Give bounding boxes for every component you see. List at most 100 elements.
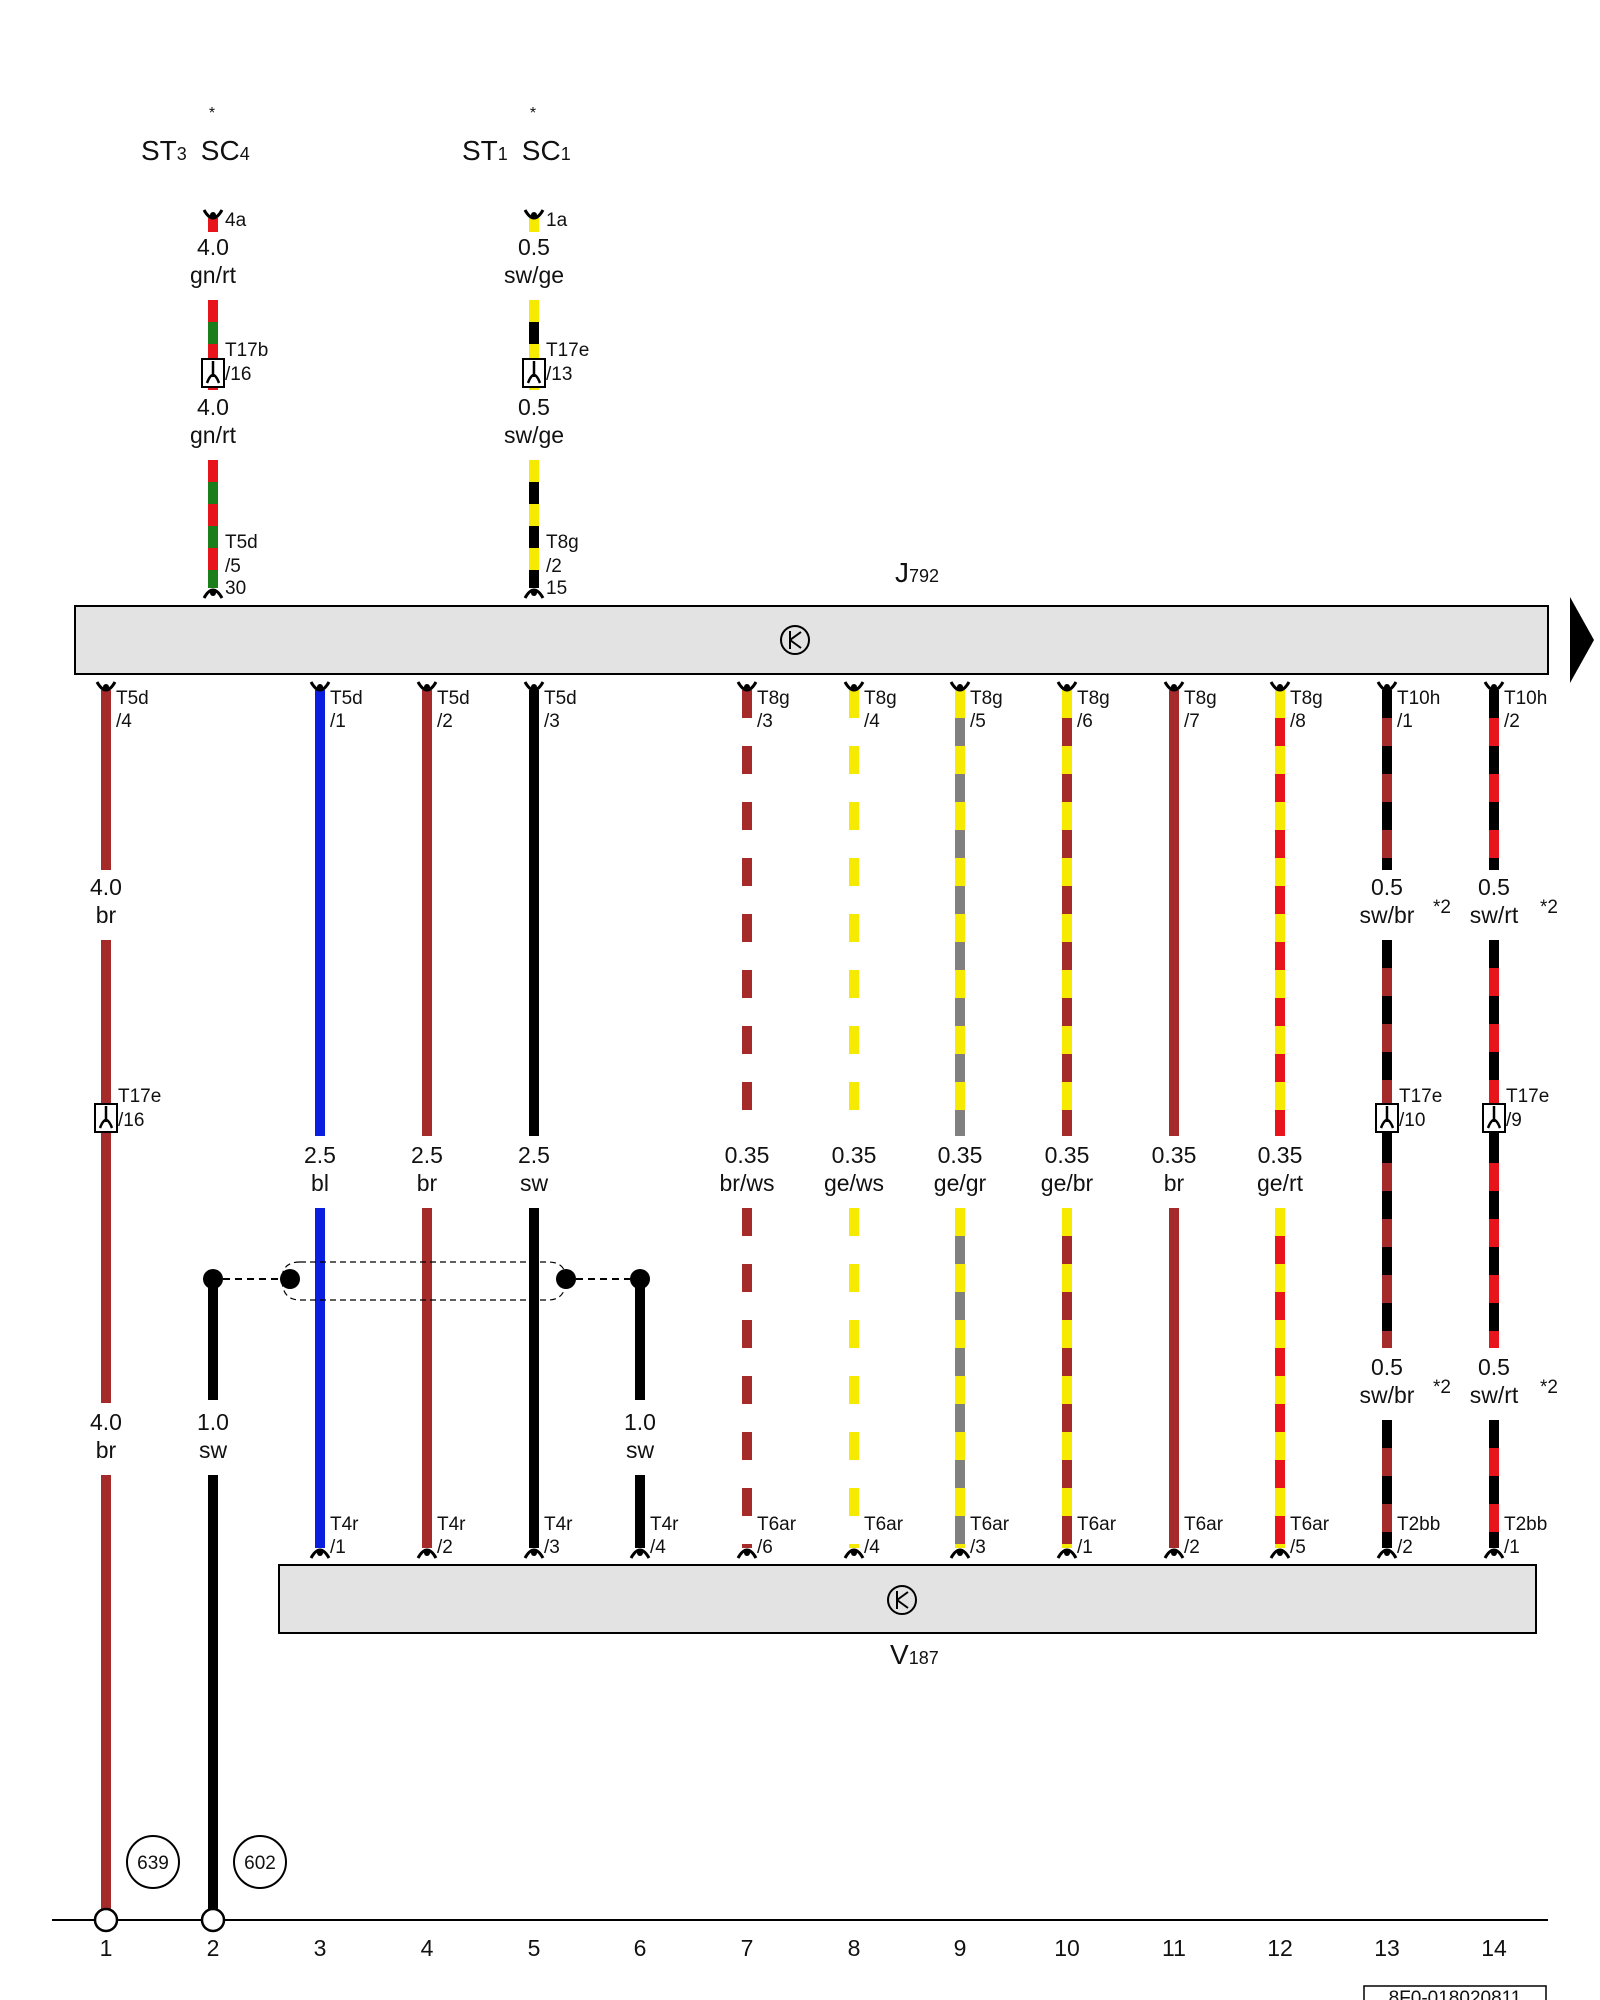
wire-col-8-top-pin [843,681,865,692]
wire-col-13-top-pin [1376,681,1398,692]
wire-col-3-label2-gauge: 2.5 [304,1142,336,1168]
wire-col-4-top-pin [416,681,438,692]
inline-pin-tw2: /13 [546,364,572,385]
wire-col-12-top-pin [1269,681,1291,692]
connector-marks-layer [52,209,1548,2000]
inline-connector-tw1 [201,358,225,388]
wire-col-10-label2-gauge: 0.35 [1045,1142,1090,1168]
wire-col-9-bottom-pin [949,1548,971,1559]
wire-col-1-top-name: T5d [116,688,149,709]
module-v187-label: V187 [890,1639,939,1670]
inline-name-tw1: T17b [225,340,268,361]
shield-wire-col-6-label-color: sw [626,1437,655,1463]
column-number: 5 [528,1935,541,1961]
wire-col-8-label2-gauge: 0.35 [832,1142,877,1168]
wire-col-12-label2-gauge: 0.35 [1258,1142,1303,1168]
wire-col-10-bottom-pin [1056,1548,1078,1559]
wire-col-4-bottom-pin-no: /2 [437,1537,453,1558]
footer-code: 8F0-018020811 [1389,1988,1522,2000]
wire-col-10-top-pin-no: /6 [1077,711,1093,732]
wire-col-13-bottom-pin [1376,1548,1398,1559]
end-pin-tw1: /5 [225,556,241,577]
wire-col-3-bottom-pin-no: /1 [330,1537,346,1558]
wire-col-5-top-pin [523,681,545,692]
wire-col-8-bottom-name: T6ar [864,1514,904,1535]
column-number: 10 [1054,1935,1080,1961]
wire-col-14-inline-name: T17e [1506,1086,1549,1107]
wire-col-3-top-pin-no: /1 [330,711,346,732]
wire-col-12-top-name: T8g [1290,688,1323,709]
wire-col-7-top-pin [736,681,758,692]
top-wire-tw1-seg2-color: gn/rt [190,422,237,448]
wire-col-7-label2-gauge: 0.35 [725,1142,770,1168]
wire-col-11-label2-color: br [1164,1170,1185,1196]
continuation-arrow-icon [1570,597,1594,683]
wire-col-8-bottom-pin-no: /4 [864,1537,880,1558]
top-wire-tw2-seg2-color: sw/ge [504,422,564,448]
wire-col-14-note2: *2 [1540,1377,1558,1398]
wire-col-4-label2-color: br [417,1170,438,1196]
wire-col-1-ground-badge [126,1835,180,1889]
wire-col-13-inline-name: T17e [1399,1086,1442,1107]
wire-col-5-top-pin-no: /3 [544,711,560,732]
wire-col-5-top-name: T5d [544,688,577,709]
wire-col-12-bottom-pin-no: /5 [1290,1537,1306,1558]
wire-col-11-top-pin [1163,681,1185,692]
column-number: 4 [421,1935,434,1961]
wire-col-13-bottom-name: T2bb [1397,1514,1440,1535]
wire-col-5-bottom-name: T4r [544,1514,573,1535]
wire-col-10-bottom-name: T6ar [1077,1514,1117,1535]
column-number: 13 [1374,1935,1400,1961]
wire-col-11-top-pin-no: /7 [1184,711,1200,732]
column-number: 1 [100,1935,113,1961]
wire-col-10-top-pin [1056,681,1078,692]
wire-col-1-label2-gauge: 4.0 [90,1409,122,1435]
wire-col-12-label2-color: ge/rt [1257,1170,1304,1196]
end-extra-tw2: 15 [546,578,567,599]
top-wire-tw1-seg1-gauge: 4.0 [197,234,229,260]
bus-node-col-1 [93,1907,119,1933]
column-number: 6 [634,1935,647,1961]
wire-col-11-label2-gauge: 0.35 [1152,1142,1197,1168]
pin-mark-end-tw2 [523,588,545,599]
column-number: 11 [1162,1935,1186,1961]
end-name-tw2: T8g [546,532,579,553]
wire-col-1-top-pin-no: /4 [116,711,132,732]
wire-col-4-bottom-name: T4r [437,1514,466,1535]
wire-col-7-bottom-name: T6ar [757,1514,797,1535]
wire-col-1-label2-color: br [96,1437,117,1463]
wire-col-11-top-name: T8g [1184,688,1217,709]
wire-col-13-top-name: T10h [1397,688,1440,709]
wire-col-1-label1-color: br [96,902,117,928]
shield-wire-col-2-label-color: sw [199,1437,228,1463]
wire-col-14-label1-gauge: 0.5 [1478,874,1510,900]
inline-name-tw2: T17e [546,340,589,361]
wire-col-3-bottom-name: T4r [330,1514,359,1535]
modules-layer [74,597,1594,1634]
wire-col-14-label1-color: sw/rt [1470,902,1519,928]
wire-col-14-top-pin-no: /2 [1504,711,1520,732]
terminal-star-st1sc1: * [530,105,536,122]
shield-wire-col-6-label-gauge: 1.0 [624,1409,656,1435]
shield-wire-col-2-label-gauge: 1.0 [197,1409,229,1435]
shield-wire-col-2-joint [203,1269,223,1289]
end-extra-tw1: 30 [225,578,246,599]
wire-col-7-label2-color: br/ws [720,1170,775,1196]
wire-col-14-bottom-pin [1483,1548,1505,1559]
wires-layer [101,218,1499,1910]
motor-v187-box [278,1564,1537,1634]
wire-col-10-top-name: T8g [1077,688,1110,709]
wire-col-7-top-pin-no: /3 [757,711,773,732]
wire-col-12-top-pin-no: /8 [1290,711,1306,732]
j792-electronic-icon [780,625,810,655]
wire-col-5-label2-color: sw [520,1170,549,1196]
wire-col-9-top-pin [949,681,971,692]
bus-node-col-2 [200,1907,226,1933]
pin-mark-st3sc4 [202,209,224,220]
wire-col-14-inline-pin: /9 [1506,1110,1522,1131]
wire-col-8-label2-color: ge/ws [824,1170,884,1196]
shield-wire-col-6-bottom-name: T4r [650,1514,679,1535]
wire-col-9-bottom-name: T6ar [970,1514,1010,1535]
